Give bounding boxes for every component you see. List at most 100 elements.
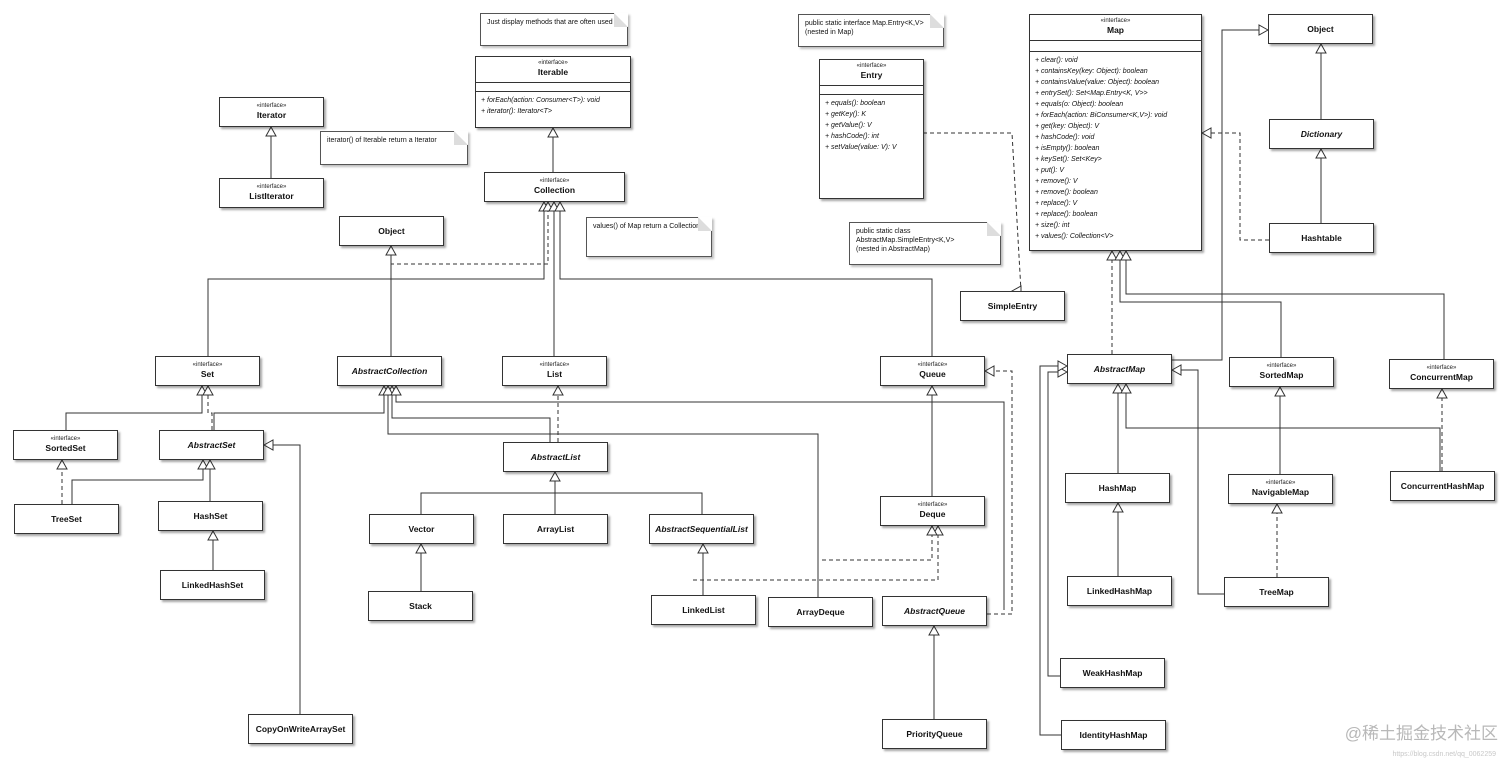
- class-sortedset[interactable]: «interface»SortedSet: [13, 430, 118, 460]
- inheritance-arrowhead: [928, 624, 940, 636]
- class-name: ListIterator: [249, 191, 294, 201]
- class-collection[interactable]: «interface»Collection: [484, 172, 625, 202]
- class-concurrenthashmap[interactable]: ConcurrentHashMap: [1390, 471, 1495, 501]
- class-list[interactable]: «interface»List: [502, 356, 607, 386]
- inheritance-arrowhead: [1315, 147, 1327, 159]
- operation: + hashCode(): int: [825, 133, 879, 140]
- watermark: @稀土掘金技术社区: [1344, 724, 1498, 743]
- class-map[interactable]: «interface»Map + clear(): void + contain…: [1029, 14, 1202, 251]
- class-vector[interactable]: Vector: [369, 514, 474, 544]
- inheritance-arrowhead: [382, 384, 394, 396]
- inheritance-arrowhead: [1057, 360, 1069, 372]
- class-name: ConcurrentMap: [1410, 372, 1473, 382]
- class-linkedhashmap[interactable]: LinkedHashMap: [1067, 576, 1172, 606]
- class-name: AbstractSet: [187, 439, 236, 450]
- class-name: ArrayDeque: [796, 606, 845, 617]
- inheritance-arrowhead: [1120, 382, 1132, 394]
- operation: + values(): Collection<V>: [1035, 233, 1114, 240]
- inheritance-arrowhead: [1112, 382, 1124, 394]
- class-simpleentry[interactable]: SimpleEntry: [960, 291, 1065, 321]
- stereotype-label: «interface»: [256, 184, 287, 190]
- stereotype-label: «interface»: [1426, 365, 1457, 371]
- inheritance-arrowhead: [385, 244, 397, 256]
- class-arraylist[interactable]: ArrayList: [503, 514, 608, 544]
- class-deque[interactable]: «interface»Deque: [880, 496, 985, 526]
- class-weakhashmap[interactable]: WeakHashMap: [1060, 658, 1165, 688]
- class-name: List: [546, 369, 563, 379]
- class-hashmap[interactable]: HashMap: [1065, 473, 1170, 503]
- class-name: PriorityQueue: [906, 728, 963, 739]
- class-concurrentmap[interactable]: «interface»ConcurrentMap: [1389, 359, 1494, 389]
- class-iterable[interactable]: «interface»Iterable + forEach(action: Co…: [475, 56, 631, 128]
- class-hashtable[interactable]: Hashtable: [1269, 223, 1374, 253]
- class-sortedmap[interactable]: «interface»SortedMap: [1229, 357, 1334, 387]
- generalization-line: [420, 492, 703, 514]
- class-abstractlist[interactable]: AbstractList: [503, 442, 608, 472]
- class-treeset[interactable]: TreeSet: [14, 504, 119, 534]
- class-treemap[interactable]: TreeMap: [1224, 577, 1329, 607]
- inheritance-arrowhead: [1200, 127, 1212, 139]
- class-name: WeakHashMap: [1082, 667, 1143, 678]
- class-dictionary[interactable]: Dictionary: [1269, 119, 1374, 149]
- class-name: HashMap: [1098, 482, 1137, 493]
- generalization-line: [387, 395, 819, 597]
- class-abstractqueue[interactable]: AbstractQueue: [882, 596, 987, 626]
- inheritance-arrowhead: [547, 126, 559, 138]
- inheritance-arrowhead: [1120, 249, 1132, 261]
- class-name: Iterable: [537, 67, 569, 77]
- class-name: Stack: [409, 600, 432, 611]
- inheritance-arrowhead: [1271, 502, 1283, 514]
- realization-line: [207, 395, 213, 430]
- class-queue[interactable]: «interface»Queue: [880, 356, 985, 386]
- class-object[interactable]: Object: [339, 216, 444, 246]
- class-copyonwritearrayset[interactable]: CopyOnWriteArraySet: [248, 714, 353, 744]
- watermark-url: https://blog.csdn.net/qq_0062259: [1392, 751, 1496, 758]
- class-linkedhashset[interactable]: LinkedHashSet: [160, 570, 265, 600]
- class-name: LinkedHashSet: [181, 579, 244, 590]
- class-name: Queue: [919, 369, 946, 379]
- class-priorityqueue[interactable]: PriorityQueue: [882, 719, 987, 749]
- inheritance-arrowhead: [1106, 249, 1118, 261]
- class-object-2[interactable]: Object: [1268, 14, 1373, 44]
- class-name: LinkedList: [682, 604, 725, 615]
- class-hashset[interactable]: HashSet: [158, 501, 263, 531]
- realization-line: [822, 535, 933, 561]
- class-abstractset[interactable]: AbstractSet: [159, 430, 264, 460]
- class-stack[interactable]: Stack: [368, 591, 473, 621]
- note-simpleentry: public static class AbstractMap.SimpleEn…: [849, 222, 1001, 265]
- operation: + getKey(): K: [825, 111, 867, 118]
- class-name: SortedSet: [45, 443, 86, 453]
- stereotype-label: «interface»: [256, 103, 287, 109]
- class-abstractmap[interactable]: AbstractMap: [1067, 354, 1172, 384]
- class-abstractsequentiallist[interactable]: AbstractSequentialList: [649, 514, 754, 544]
- generalization-line: [65, 395, 203, 430]
- inheritance-arrowhead: [983, 365, 995, 377]
- class-name: Deque: [919, 509, 946, 519]
- class-name: ArrayList: [536, 523, 575, 534]
- operation: + clear(): void: [1035, 57, 1078, 64]
- generalization-line: [1119, 260, 1282, 357]
- class-listiterator[interactable]: «interface»ListIterator: [219, 178, 324, 208]
- class-abstractcollection[interactable]: AbstractCollection: [337, 356, 442, 386]
- class-iterator[interactable]: «interface»Iterator: [219, 97, 324, 127]
- stereotype-label: «interface»: [917, 502, 948, 508]
- generalization-line: [1039, 365, 1061, 736]
- class-arraydeque[interactable]: ArrayDeque: [768, 597, 873, 627]
- realization-line: [1211, 132, 1269, 241]
- operation: + hashCode(): void: [1035, 134, 1095, 141]
- class-set[interactable]: «interface»Set: [155, 356, 260, 386]
- class-identityhashmap[interactable]: IdentityHashMap: [1061, 720, 1166, 750]
- class-linkedlist[interactable]: LinkedList: [651, 595, 756, 625]
- inheritance-arrowhead: [415, 542, 427, 554]
- operation: + put(): V: [1035, 167, 1064, 174]
- class-entry[interactable]: «interface»Entry + equals(): boolean + g…: [819, 59, 924, 199]
- stereotype-label: «interface»: [1100, 18, 1131, 24]
- operation: + forEach(action: BiConsumer<K,V>): void: [1035, 112, 1168, 119]
- inheritance-arrowhead: [1436, 387, 1448, 399]
- inheritance-arrowhead: [197, 458, 209, 470]
- class-navigablemap[interactable]: «interface»NavigableMap: [1228, 474, 1333, 504]
- stereotype-label: «interface»: [539, 362, 570, 368]
- stereotype-label: «interface»: [539, 178, 570, 184]
- class-name: ConcurrentHashMap: [1400, 480, 1485, 491]
- generalization-line: [395, 395, 1005, 610]
